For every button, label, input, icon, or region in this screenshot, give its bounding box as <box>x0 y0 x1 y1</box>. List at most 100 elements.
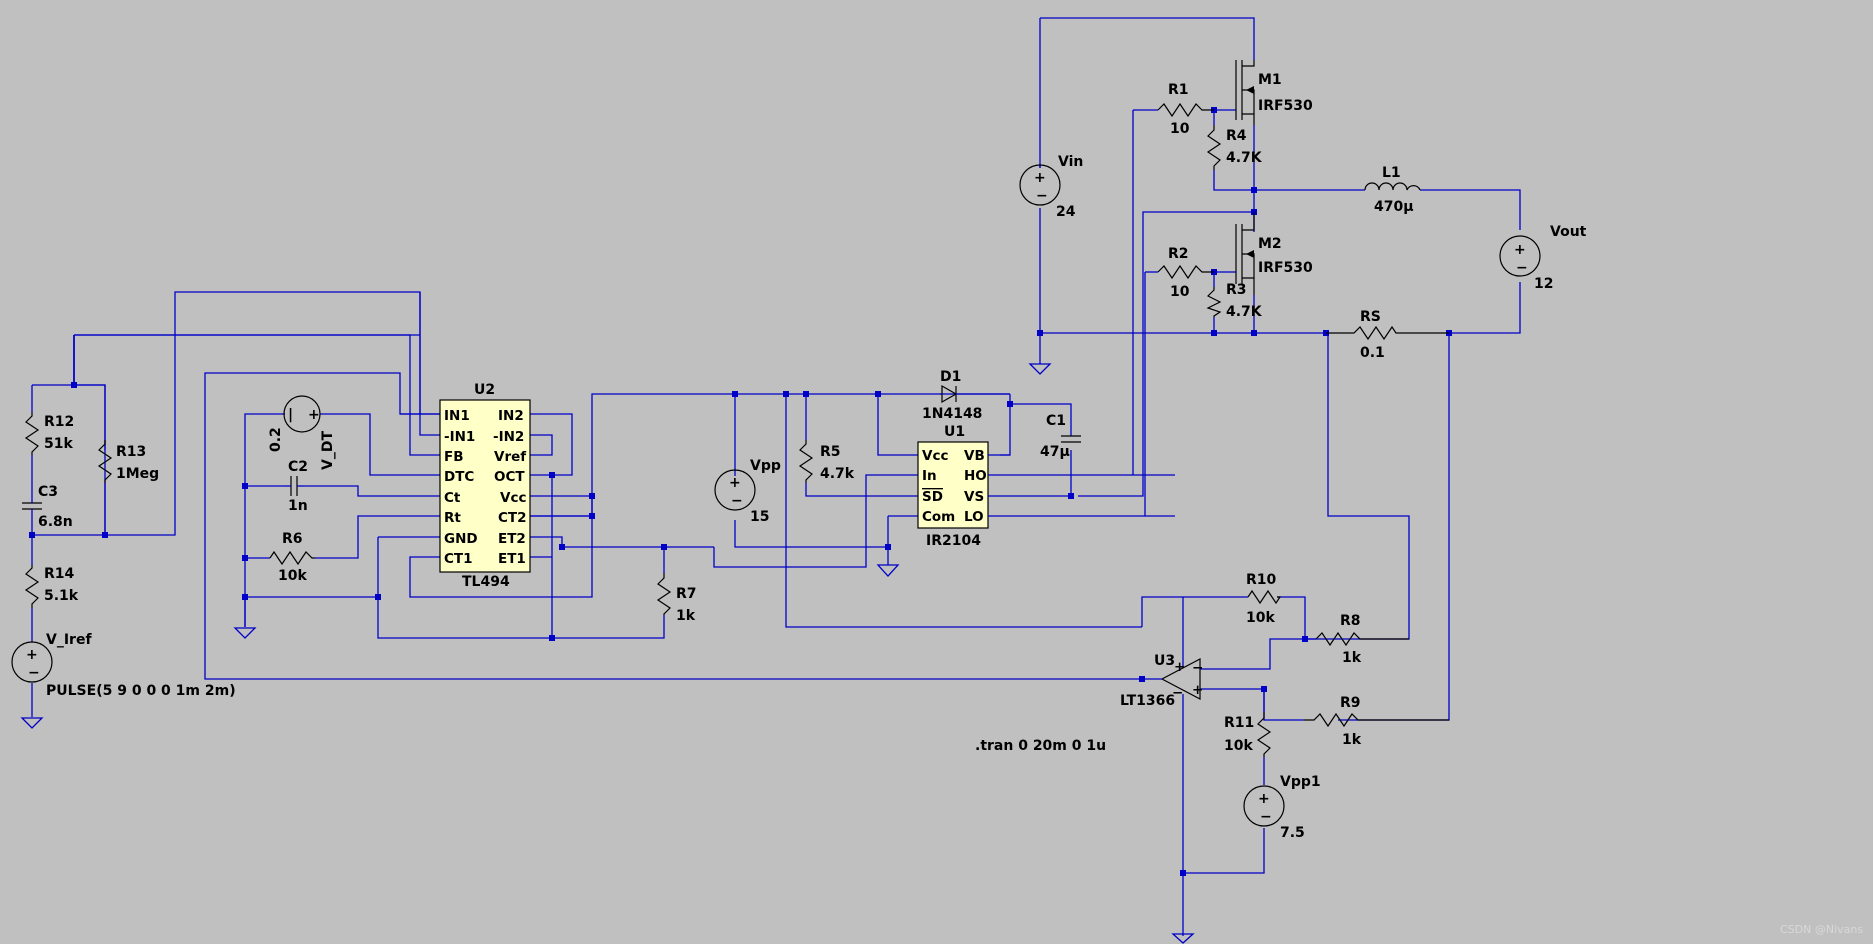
capacitor-c2: C2 1n <box>283 459 308 514</box>
r2-value: 10 <box>1170 284 1190 300</box>
r3-ref: R3 <box>1226 282 1247 298</box>
opamp-u3: + − − + U3 LT1366 <box>1120 597 1203 709</box>
m1-ref: M1 <box>1258 72 1282 88</box>
source-v-dt: | + 0.2 V_DT <box>268 395 336 470</box>
u2-pin-et2: ET2 <box>498 531 526 547</box>
l1-value: 470µ <box>1374 199 1414 215</box>
r8-ref: R8 <box>1340 613 1361 629</box>
u3-in-plus: + <box>1192 682 1203 698</box>
resistor-r8: R8 1k <box>1305 613 1409 666</box>
u2-pin-dtc: DTC <box>444 469 474 485</box>
capacitor-c3: C3 6.8n <box>22 484 73 533</box>
ic-u1: U1 IR2104 Vcc In SD Com VB HO VS LO <box>917 424 1145 549</box>
resistor-rs: RS 0.1 <box>1326 309 1449 361</box>
r7-ref: R7 <box>676 586 697 602</box>
r13-value: 1Meg <box>116 466 159 482</box>
u2-pin-ct2: CT2 <box>498 510 527 526</box>
u2-pin-vcc: Vcc <box>500 490 526 506</box>
r11-ref: R11 <box>1224 715 1254 731</box>
u2-pin-oct: OCT <box>494 469 525 485</box>
source-vin: + − Vin 24 <box>1019 154 1083 375</box>
vout-ref: Vout <box>1550 224 1587 240</box>
vpp1-value: 7.5 <box>1280 825 1305 841</box>
plus-sign: + <box>26 647 38 663</box>
v-dt-ref: V_DT <box>320 431 336 470</box>
u2-pin-minus-in1: -IN1 <box>444 429 475 445</box>
resistor-r10: R10 10k <box>1246 572 1282 626</box>
resistor-r3: R3 4.7K <box>1206 282 1263 320</box>
resistor-r7: R7 1k <box>656 573 697 624</box>
r1-value: 10 <box>1170 121 1190 137</box>
m1-value: IRF530 <box>1258 98 1313 114</box>
u1-pin-ho: HO <box>964 468 987 484</box>
minus-sign: − <box>28 665 40 681</box>
v-iref-value: PULSE(5 9 0 0 0 1m 2m) <box>46 683 236 699</box>
minus-sign: − <box>1516 260 1528 276</box>
r10-ref: R10 <box>1246 572 1277 588</box>
c2-ref: C2 <box>288 459 308 475</box>
r14-ref: R14 <box>44 566 75 582</box>
u2-pin-fb: FB <box>444 449 464 465</box>
vin-value: 24 <box>1056 204 1076 220</box>
plus-sign: + <box>1258 791 1270 807</box>
capacitor-c1: C1 47µ <box>1040 413 1081 460</box>
junctions <box>29 107 1452 876</box>
vpp-value: 15 <box>750 509 769 525</box>
ground-vpp <box>876 564 900 577</box>
m2-ref: M2 <box>1258 236 1282 252</box>
u3-value: LT1366 <box>1120 693 1175 709</box>
d1-value: 1N4148 <box>922 406 982 422</box>
mosfet-m1: M1 IRF530 <box>1235 60 1313 125</box>
m2-value: IRF530 <box>1258 260 1313 276</box>
r14-value: 5.1k <box>44 588 79 604</box>
r11-value: 10k <box>1224 738 1253 754</box>
plus-sign: + <box>1034 170 1046 186</box>
u3-ref: U3 <box>1154 653 1175 669</box>
c1-ref: C1 <box>1046 413 1066 429</box>
source-vout: + − Vout 12 <box>1499 224 1587 292</box>
r12-ref: R12 <box>44 414 74 430</box>
mosfet-m2: M2 IRF530 <box>1235 212 1313 295</box>
plus-sign: + <box>1514 242 1526 258</box>
u2-pin-minus-in2: -IN2 <box>493 429 524 445</box>
u2-pin-rt: Rt <box>444 510 461 526</box>
resistor-r12: R12 51k <box>24 412 74 455</box>
source-vpp1: + − Vpp1 7.5 <box>1243 774 1321 841</box>
resistor-r9: R9 1k <box>1304 695 1449 748</box>
diode-d1: D1 1N4148 <box>915 369 1010 422</box>
r2-ref: R2 <box>1168 246 1189 262</box>
vpp1-ref: Vpp1 <box>1280 774 1321 790</box>
c3-ref: C3 <box>38 484 58 500</box>
spice-directive: .tran 0 20m 0 1u <box>975 738 1106 754</box>
rs-value: 0.1 <box>1360 345 1385 361</box>
r7-value: 1k <box>676 608 696 624</box>
resistor-r11: R11 10k <box>1224 712 1272 757</box>
wires <box>31 17 1521 936</box>
source-v-iref: + − V_Iref PULSE(5 9 0 0 0 1m 2m) <box>11 632 236 729</box>
r3-value: 4.7K <box>1226 304 1263 320</box>
r9-value: 1k <box>1342 732 1362 748</box>
ic-u2: U2 TL494 IN1 -IN1 FB DTC Ct Rt GND CT1 I… <box>439 382 531 590</box>
plus-sign: + <box>729 475 741 491</box>
u2-pin-vref: Vref <box>494 449 526 465</box>
vpp-ref: Vpp <box>750 458 781 474</box>
u1-pin-lo: LO <box>964 509 984 525</box>
rs-ref: RS <box>1360 309 1381 325</box>
u2-pin-et1: ET1 <box>498 551 526 567</box>
u2-value: TL494 <box>462 574 510 590</box>
resistor-r14: R14 5.1k <box>24 565 79 608</box>
c3-value: 6.8n <box>38 514 73 530</box>
source-vpp: + − Vpp 15 <box>714 458 781 525</box>
r1-ref: R1 <box>1168 82 1189 98</box>
resistor-r5: R5 4.7k <box>798 440 855 483</box>
u2-pin-gnd: GND <box>444 531 478 547</box>
u3-in-minus: − <box>1192 660 1203 676</box>
u1-pin-com: Com <box>922 509 955 525</box>
r4-value: 4.7K <box>1226 150 1263 166</box>
c1-value: 47µ <box>1040 444 1070 460</box>
r10-value: 10k <box>1246 610 1275 626</box>
u1-value: IR2104 <box>926 533 981 549</box>
ground-u2 <box>233 597 257 639</box>
l1-ref: L1 <box>1382 165 1401 181</box>
u1-pin-vs: VS <box>964 489 984 505</box>
